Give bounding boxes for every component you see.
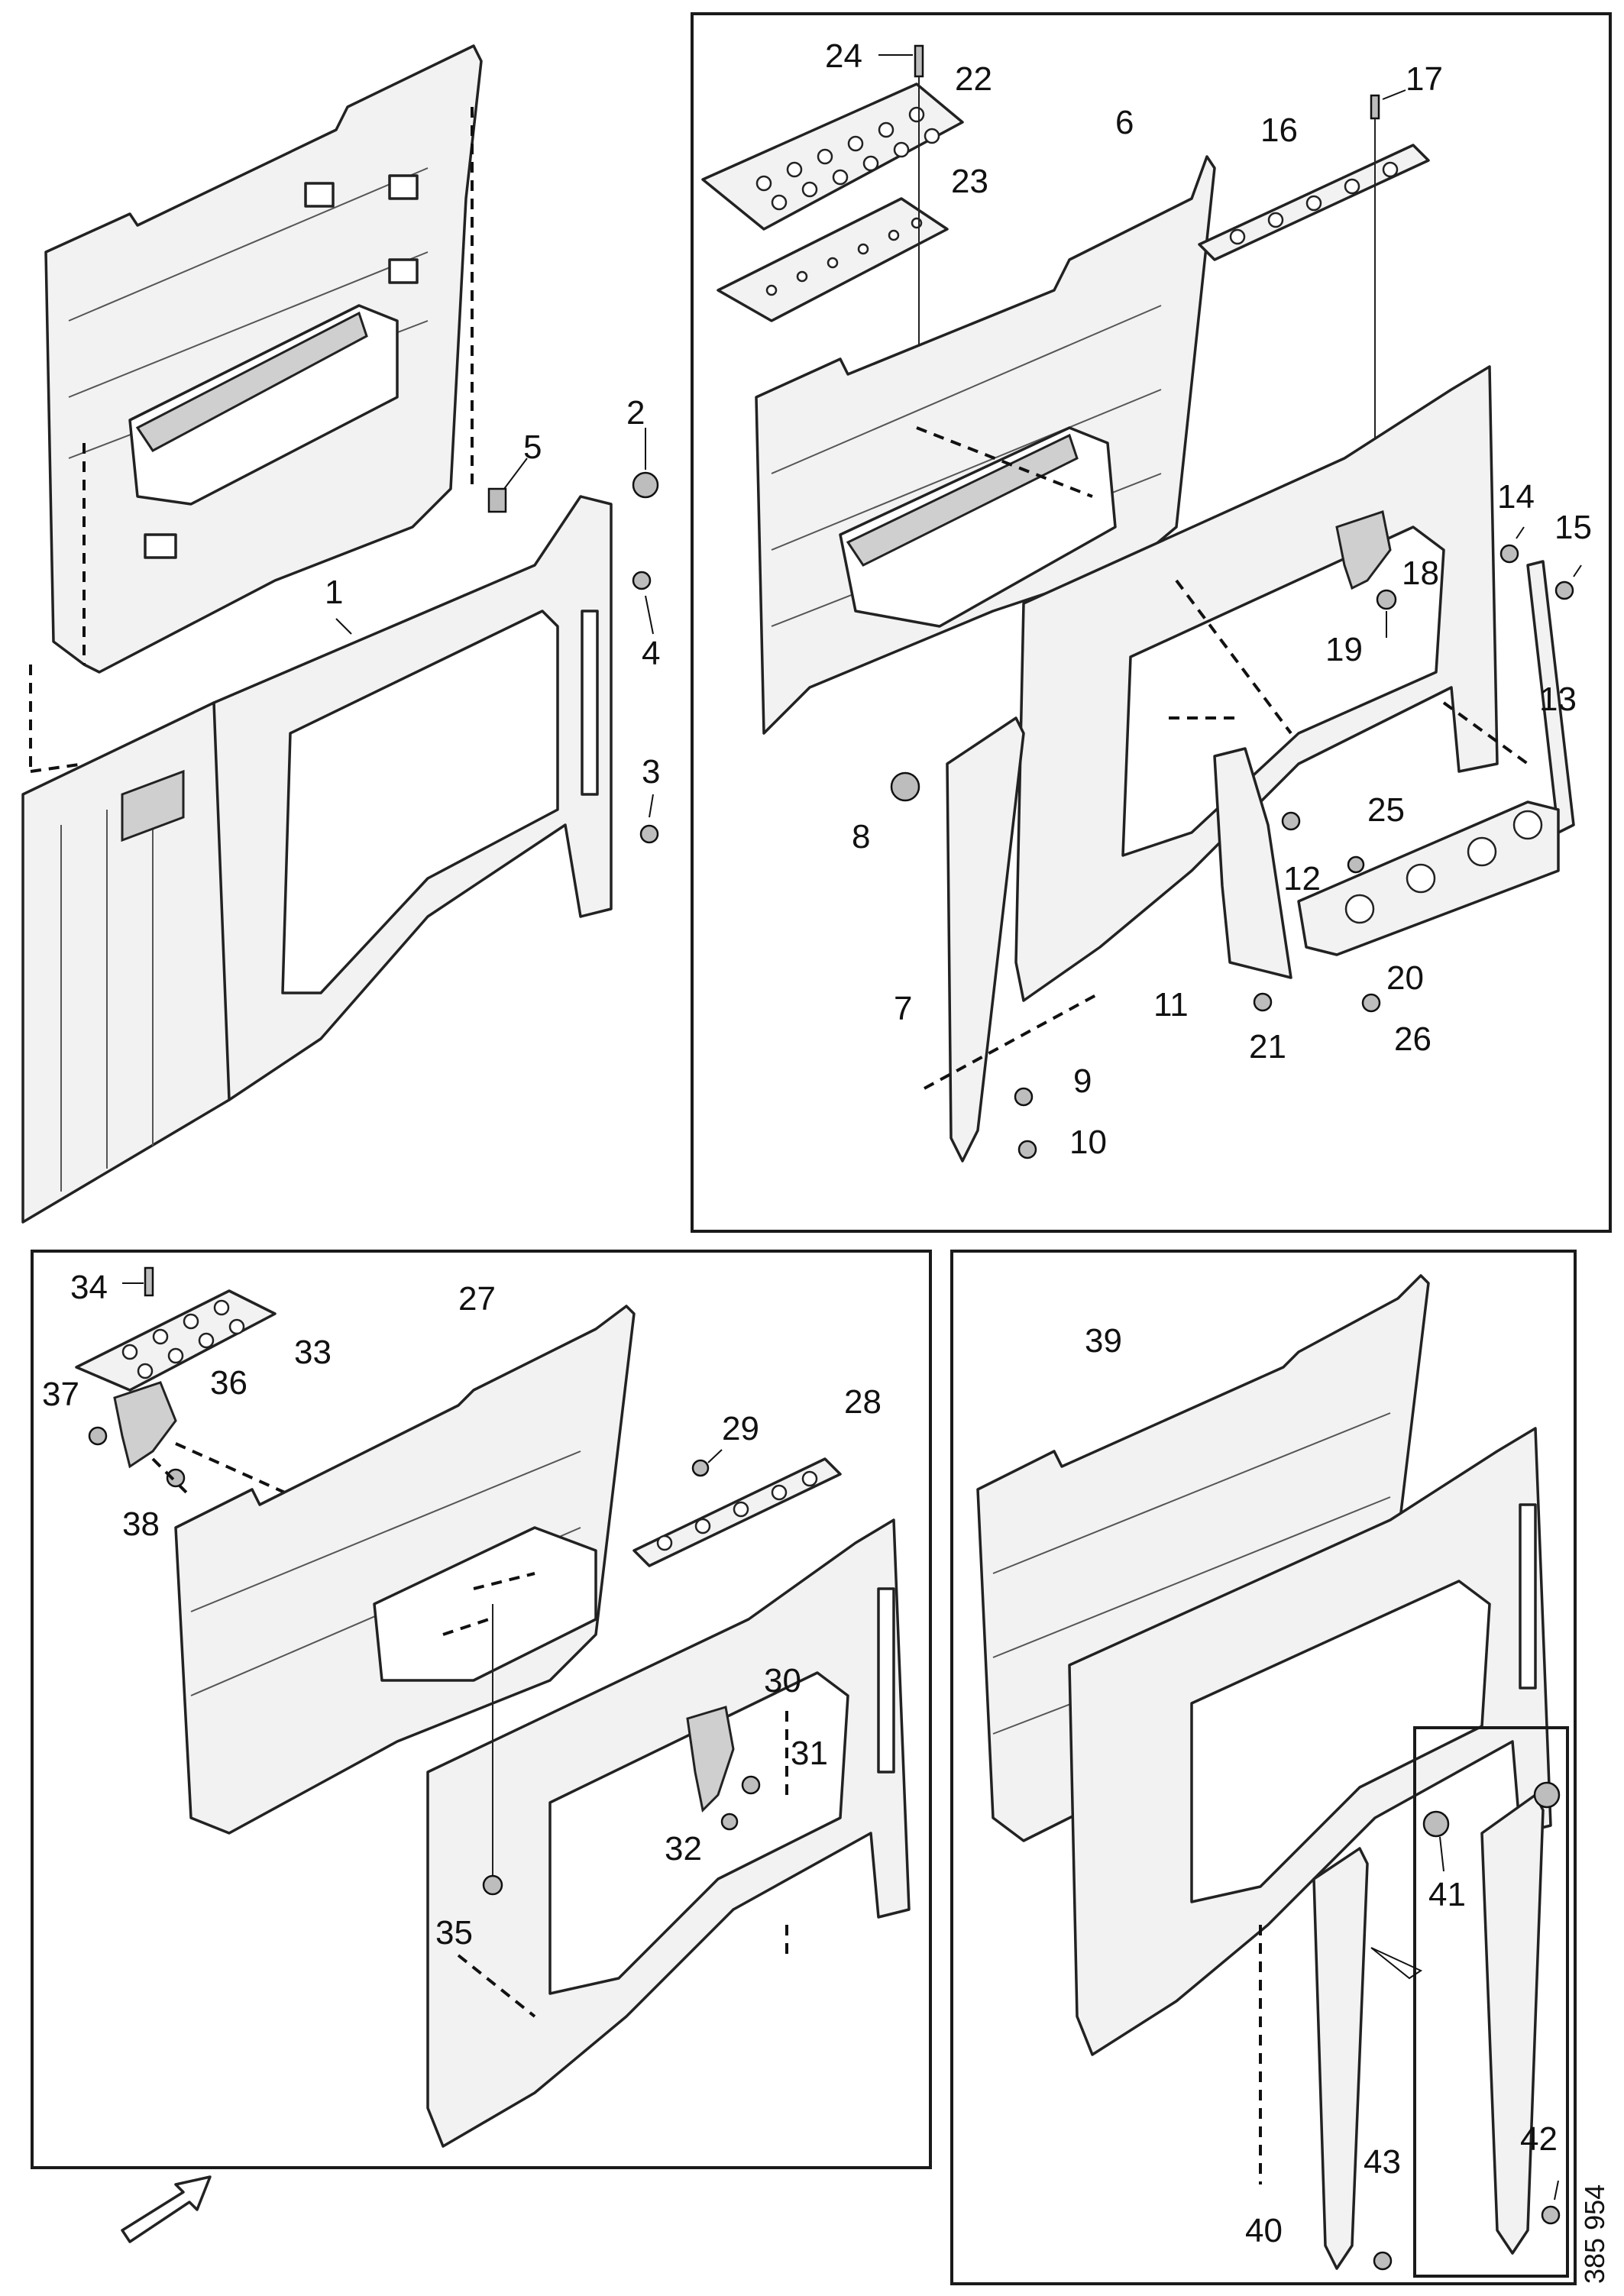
callout-33: 33: [294, 1334, 332, 1371]
screw-4: [632, 571, 652, 590]
callout-19: 19: [1325, 631, 1363, 668]
screw-12: [1281, 811, 1301, 831]
callout-10: 10: [1069, 1124, 1107, 1161]
callout-38: 38: [122, 1505, 160, 1543]
holes-16: [1229, 161, 1399, 245]
callout-39: 39: [1085, 1322, 1122, 1360]
nut-26: [1361, 993, 1381, 1013]
nut-8: [890, 771, 920, 802]
callout-labels: 1 2 3 4 5 6 7 8 9 10 11 12 13 14 15 16 1…: [42, 37, 1610, 2284]
screw-32: [720, 1813, 739, 1831]
callout-8: 8: [852, 818, 870, 855]
screw-38: [166, 1468, 186, 1488]
holes-23: [765, 217, 923, 296]
body-side-wall: [21, 701, 231, 1224]
callout-5: 5: [523, 428, 542, 466]
support-bar-inset: [1480, 1793, 1545, 2255]
frame-view-d: [950, 1250, 1577, 2285]
holes-22: [755, 106, 940, 211]
holes-33: [121, 1299, 245, 1379]
frame-view-c: [31, 1250, 932, 2169]
screw-29: [691, 1459, 710, 1477]
nut-9: [1014, 1087, 1034, 1107]
callout-21: 21: [1249, 1028, 1286, 1066]
view-direction-arrow: [121, 2175, 212, 2243]
callout-29: 29: [722, 1410, 759, 1447]
screw-15: [1554, 580, 1574, 600]
callout-42: 42: [1520, 2120, 1558, 2158]
callout-14: 14: [1497, 478, 1535, 516]
callout-34: 34: [70, 1269, 108, 1306]
frame-inset-41-42: [1413, 1726, 1569, 2278]
view-b: [691, 12, 1612, 1233]
callout-7: 7: [894, 990, 912, 1027]
callout-6: 6: [1115, 104, 1134, 141]
frame-view-b: [691, 12, 1612, 1233]
holes-28: [656, 1470, 818, 1551]
figure-reference-number: 385 954: [1579, 2184, 1610, 2284]
clip-35: [482, 1874, 503, 1896]
bracket-11: [1213, 747, 1292, 979]
strap-13: [1526, 560, 1575, 834]
callout-27: 27: [458, 1280, 496, 1318]
callout-18: 18: [1402, 555, 1439, 592]
callout-16: 16: [1260, 112, 1298, 149]
trim-panel-27: [174, 1305, 636, 1835]
callout-22: 22: [955, 60, 992, 98]
callout-37: 37: [42, 1376, 79, 1413]
nut-10: [1017, 1140, 1037, 1159]
callout-2: 2: [626, 394, 645, 432]
callout-12: 12: [1283, 860, 1321, 897]
view-overview: [21, 44, 659, 1224]
screw-34: [144, 1266, 154, 1297]
callout-11: 11: [1153, 986, 1189, 1023]
screw-21: [1253, 992, 1273, 1012]
nut-41-pair: [1533, 1781, 1561, 1809]
callout-35: 35: [435, 1914, 473, 1952]
callout-3: 3: [642, 753, 660, 791]
callout-24: 24: [825, 37, 862, 75]
bracket-18: [1335, 510, 1392, 590]
bolt-19: [1376, 589, 1397, 610]
callout-9: 9: [1073, 1062, 1092, 1100]
nut-2: [632, 471, 659, 499]
callout-25: 25: [1367, 791, 1405, 829]
support-bar-7: [946, 716, 1025, 1163]
callout-30: 30: [764, 1662, 801, 1699]
callout-15: 15: [1554, 509, 1592, 546]
callout-32: 32: [665, 1830, 702, 1868]
screw-3: [639, 824, 659, 844]
screw-42: [1541, 2205, 1561, 2225]
clip-5: [487, 487, 507, 513]
callout-36: 36: [210, 1364, 247, 1402]
nut-14: [1499, 544, 1519, 564]
screw-25: [1347, 855, 1365, 874]
callout-20: 20: [1386, 959, 1424, 997]
nut-37: [88, 1426, 108, 1446]
callout-1: 1: [325, 574, 343, 611]
screw-31: [741, 1775, 761, 1795]
callout-28: 28: [844, 1383, 882, 1421]
callout-26: 26: [1394, 1020, 1432, 1058]
callout-41: 41: [1428, 1876, 1466, 1913]
support-bar-40: [1312, 1847, 1369, 2270]
callout-13: 13: [1539, 681, 1577, 718]
foam-pad-33: [75, 1289, 277, 1392]
view-d: [950, 1250, 1577, 2285]
duct-27: [373, 1526, 597, 1682]
nut-43: [1373, 2251, 1393, 2271]
callout-31: 31: [791, 1735, 828, 1772]
screw-24: [914, 44, 924, 78]
callout-23: 23: [951, 163, 988, 200]
bracket-36: [113, 1381, 177, 1469]
callout-4: 4: [642, 635, 660, 672]
bracket-30: [686, 1706, 735, 1813]
nut-41: [1422, 1810, 1450, 1838]
screw-17: [1370, 94, 1380, 120]
callout-43: 43: [1364, 2143, 1401, 2181]
view-c: [31, 1250, 932, 2243]
callout-40: 40: [1245, 2212, 1283, 2249]
callout-17: 17: [1406, 60, 1443, 98]
